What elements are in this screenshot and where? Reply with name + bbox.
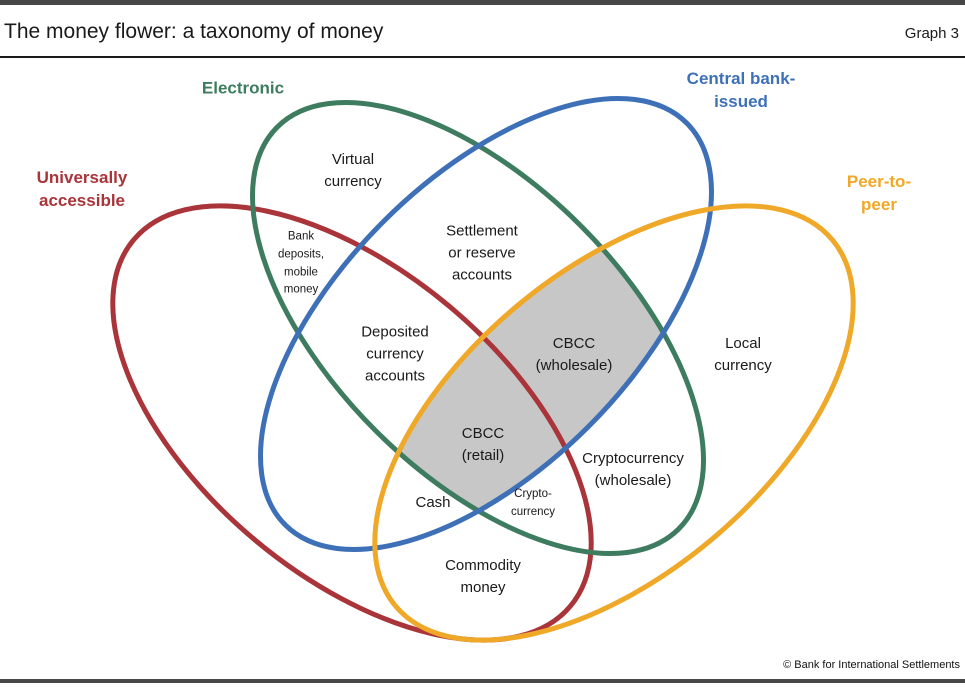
bottom-rule-bar (0, 679, 965, 683)
title-divider (0, 56, 965, 58)
region-label-settlement-reserve-accounts: Settlement or reserve accounts (446, 222, 518, 285)
top-rule-bar (0, 0, 965, 5)
set-label-universally-accessible: Universally accessible (36, 168, 128, 210)
region-label-crypto-currency: Crypto- currency (510, 488, 556, 518)
ellipse-universally-accessible (110, 203, 594, 643)
region-label-cbcc-wholesale: CBCC (wholesale) (535, 334, 613, 374)
region-label-cbcc-retail: CBCC (retail) (461, 424, 505, 464)
region-label-local-currency: Local currency (714, 334, 772, 374)
set-label-central-bank-issued: Central bank- issued (686, 69, 796, 111)
region-label-commodity-money: Commodity money (445, 556, 521, 596)
copyright-notice: © Bank for International Settlements (783, 659, 960, 671)
region-label-deposited-currency-accounts: Deposited currency accounts (361, 323, 429, 386)
region-label-bank-deposits-mobile-money: Bank deposits, mobile money (277, 230, 325, 296)
region-label-cash: Cash (415, 493, 451, 511)
ellipse-central-bank-issued (258, 96, 714, 552)
region-label-virtual-currency: Virtual currency (324, 150, 382, 190)
set-label-peer-to-peer: Peer-to-peer (846, 172, 912, 214)
set-label-electronic: Electronic (201, 78, 285, 98)
page-title: The money flower: a taxonomy of money (4, 20, 384, 43)
ellipse-peer-to-peer (372, 203, 856, 643)
ellipse-electronic (250, 100, 706, 556)
region-label-cryptocurrency-wholesale: Cryptocurrency (wholesale) (582, 449, 684, 489)
graph-number: Graph 3 (904, 25, 959, 42)
